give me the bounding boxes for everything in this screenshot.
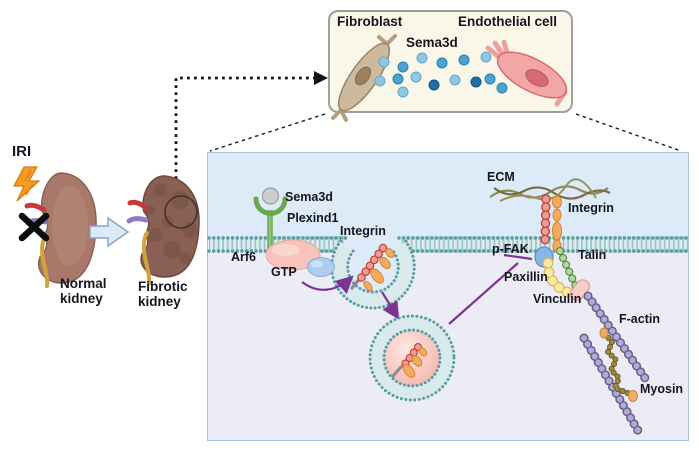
renal-artery bbox=[127, 199, 149, 211]
plexind1-receptor bbox=[253, 187, 288, 253]
paxillin-label: Paxillin bbox=[504, 270, 548, 284]
renal-artery bbox=[24, 202, 47, 213]
myosin-head-icon bbox=[599, 327, 609, 339]
pfak-label: p-FAK bbox=[492, 242, 529, 256]
zoom-dashed-lines bbox=[209, 113, 682, 152]
fibrotic-kidney-label: Fibrotic kidney bbox=[138, 279, 188, 310]
x-mark-icon bbox=[18, 212, 50, 242]
inhibition-arrow bbox=[448, 253, 533, 325]
myosin-label: Myosin bbox=[640, 382, 684, 396]
plexind1-label: Plexind1 bbox=[287, 211, 339, 225]
adhesion-integrin bbox=[540, 194, 562, 253]
sema3d-secreted-label: Sema3d bbox=[406, 35, 458, 50]
transition-arrow bbox=[89, 216, 130, 248]
talin-label: Talin bbox=[578, 248, 607, 262]
ureter bbox=[40, 235, 50, 288]
gtp-molecule bbox=[307, 257, 335, 277]
iri-label: IRI bbox=[12, 143, 32, 160]
endothelial-cell-label: Endothelial cell bbox=[458, 14, 558, 29]
ecm-label: ECM bbox=[487, 170, 515, 184]
integrin-adhesion-label: Integrin bbox=[568, 201, 614, 215]
normal-kidney-label: Normal kidney bbox=[60, 276, 107, 307]
gtp-label: GTP bbox=[271, 265, 297, 279]
fibroblast-nucleus bbox=[354, 66, 372, 86]
fibrotic-kidney bbox=[126, 175, 200, 285]
internalization-arrow bbox=[381, 291, 400, 320]
endothelial-nucleus bbox=[525, 69, 549, 87]
normal-kidney bbox=[24, 172, 97, 288]
vesicle-integrin bbox=[391, 343, 428, 378]
arf6-label: Arf6 bbox=[231, 250, 257, 264]
sema3d-label: Sema3d bbox=[285, 190, 333, 204]
sema3d-dots bbox=[374, 51, 508, 98]
pit-integrin bbox=[350, 243, 395, 292]
ecm-fibers bbox=[489, 178, 611, 202]
factin-filament-1 bbox=[583, 291, 652, 386]
vinculin-label: Vinculin bbox=[533, 292, 582, 306]
annotation-circle bbox=[164, 195, 198, 229]
fibroblast-label: Fibroblast bbox=[337, 14, 403, 29]
activation-arrow bbox=[301, 275, 354, 294]
inhibition-bar-icon bbox=[503, 253, 533, 261]
factin-filament-2 bbox=[579, 333, 645, 439]
lightning-icon bbox=[13, 166, 41, 202]
myosin-filament bbox=[599, 327, 638, 402]
fibroblast-cell bbox=[331, 34, 397, 122]
ureter bbox=[142, 231, 152, 285]
factin-label: F-actin bbox=[619, 312, 660, 326]
integrin-membrane-label: Integrin bbox=[340, 224, 386, 238]
renal-vein bbox=[126, 216, 149, 224]
sema3d-ligand bbox=[261, 187, 280, 205]
endocytic-vesicle bbox=[368, 314, 456, 402]
endothelial-cell bbox=[485, 39, 568, 107]
connector-arrowhead-icon bbox=[314, 71, 328, 85]
arf6-protein bbox=[265, 239, 321, 271]
myosin-head-icon bbox=[628, 390, 638, 402]
dotted-connector bbox=[174, 71, 328, 193]
talin-chain bbox=[556, 247, 580, 291]
